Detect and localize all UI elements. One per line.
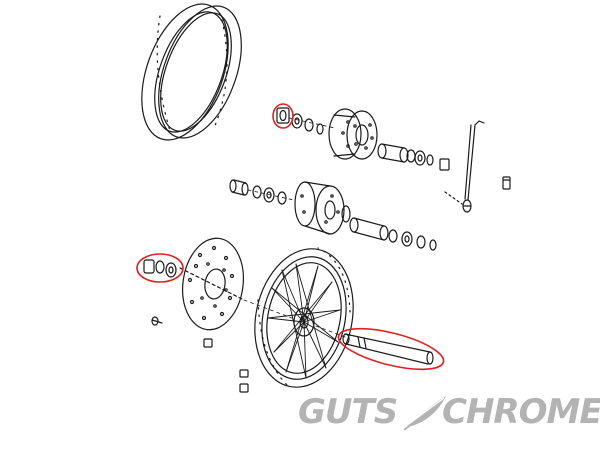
rim: [141, 3, 242, 141]
feather-icon: [403, 396, 446, 431]
brand-wordmark-left: GUTS: [298, 392, 398, 432]
middle-washers: [252, 185, 287, 205]
middle-spacer-tube: [349, 217, 389, 241]
highlight-axle: [337, 327, 445, 371]
bearing-highlighted: [276, 107, 290, 124]
disc-bolt: [151, 316, 163, 326]
upper-spacer-tube: [377, 143, 409, 163]
highlight-lower-nut-set: [136, 253, 184, 283]
lower-nut-set-highlighted: [143, 259, 177, 278]
spoke: [444, 120, 485, 213]
highlight-bearing: [272, 103, 294, 129]
assembly-lines: [243, 117, 346, 338]
upper-nuts: [406, 149, 450, 171]
disc-nut: [203, 338, 213, 348]
brand-wordmark-right: CHROME: [442, 392, 600, 432]
brake-disc: [179, 237, 245, 331]
axle: [342, 333, 434, 365]
upper-hub: [328, 108, 378, 160]
axle-sleeve: [229, 179, 249, 196]
spoke-nipple: [502, 176, 511, 190]
middle-nuts: [388, 229, 437, 251]
middle-hub: [294, 181, 351, 235]
highlight-rings: [136, 103, 445, 371]
wheel-nuts-bottom: [239, 369, 249, 393]
front-wheel: [254, 247, 354, 389]
